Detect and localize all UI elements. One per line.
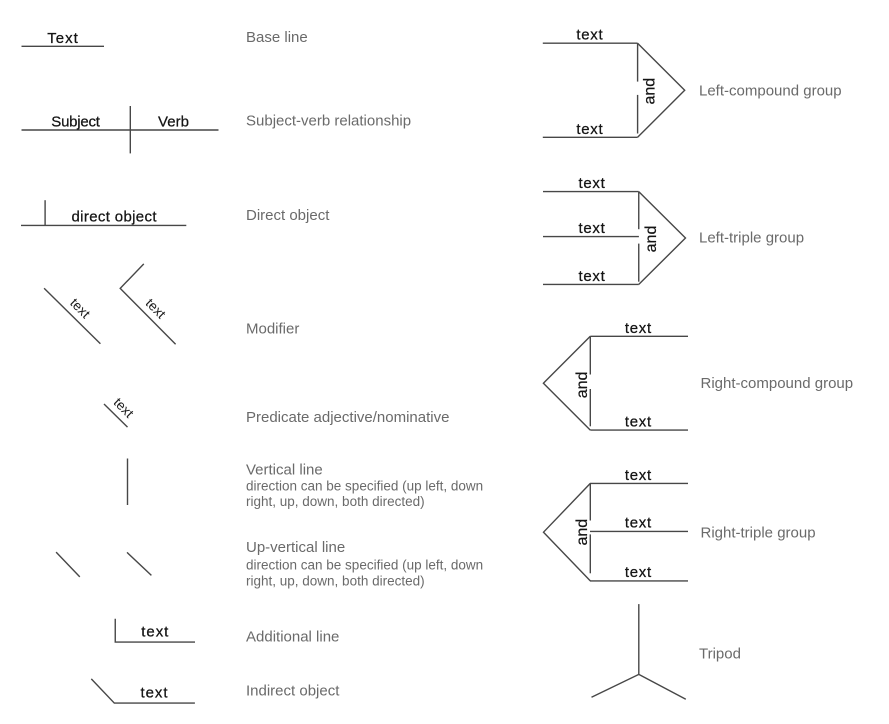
svg-text:text: text	[141, 684, 169, 701]
svg-text:text: text	[576, 121, 603, 138]
svg-text:text: text	[67, 295, 93, 321]
svg-text:direction can be specified (up: direction can be specified (up left, dow…	[246, 558, 483, 573]
svg-text:direction can be specified (up: direction can be specified (up left, dow…	[246, 478, 483, 493]
svg-text:Modifier: Modifier	[246, 320, 299, 337]
svg-text:Text: Text	[47, 30, 78, 47]
svg-text:Right-triple group: Right-triple group	[701, 524, 816, 541]
svg-text:Direct object: Direct object	[246, 207, 330, 224]
svg-text:Subject-verb relationship: Subject-verb relationship	[246, 112, 411, 129]
svg-text:and: and	[642, 78, 659, 105]
svg-text:Subject: Subject	[51, 114, 100, 131]
svg-text:Verb: Verb	[158, 114, 189, 131]
svg-text:text: text	[576, 27, 603, 44]
svg-text:and: and	[574, 519, 591, 546]
svg-text:text: text	[143, 296, 169, 322]
svg-text:text: text	[625, 467, 652, 484]
svg-text:and: and	[574, 372, 591, 399]
svg-text:text: text	[625, 515, 652, 532]
svg-text:text: text	[625, 564, 652, 581]
svg-text:text: text	[625, 320, 652, 337]
svg-text:Tripod: Tripod	[699, 646, 741, 663]
svg-text:text: text	[141, 623, 169, 640]
svg-text:Right-compound group: Right-compound group	[701, 375, 854, 392]
svg-text:text: text	[578, 268, 605, 285]
svg-text:and: and	[643, 226, 660, 253]
svg-text:Up-vertical line: Up-vertical line	[246, 539, 345, 556]
svg-text:Left-triple group: Left-triple group	[699, 230, 804, 247]
svg-text:Left-compound group: Left-compound group	[699, 82, 842, 99]
svg-text:text: text	[625, 414, 652, 431]
svg-text:right, up, down, both directed: right, up, down, both directed)	[246, 574, 425, 589]
svg-text:text: text	[111, 395, 137, 421]
svg-text:Additional line: Additional line	[246, 628, 339, 645]
svg-text:text: text	[578, 220, 605, 237]
svg-text:Base line: Base line	[246, 29, 308, 46]
svg-text:text: text	[578, 175, 605, 192]
svg-text:Indirect object: Indirect object	[246, 682, 340, 699]
svg-text:Predicate adjective/nominative: Predicate adjective/nominative	[246, 409, 449, 426]
svg-text:right, up, down, both directed: right, up, down, both directed)	[246, 494, 425, 509]
svg-text:direct object: direct object	[72, 209, 158, 226]
svg-text:Vertical line: Vertical line	[246, 461, 323, 478]
